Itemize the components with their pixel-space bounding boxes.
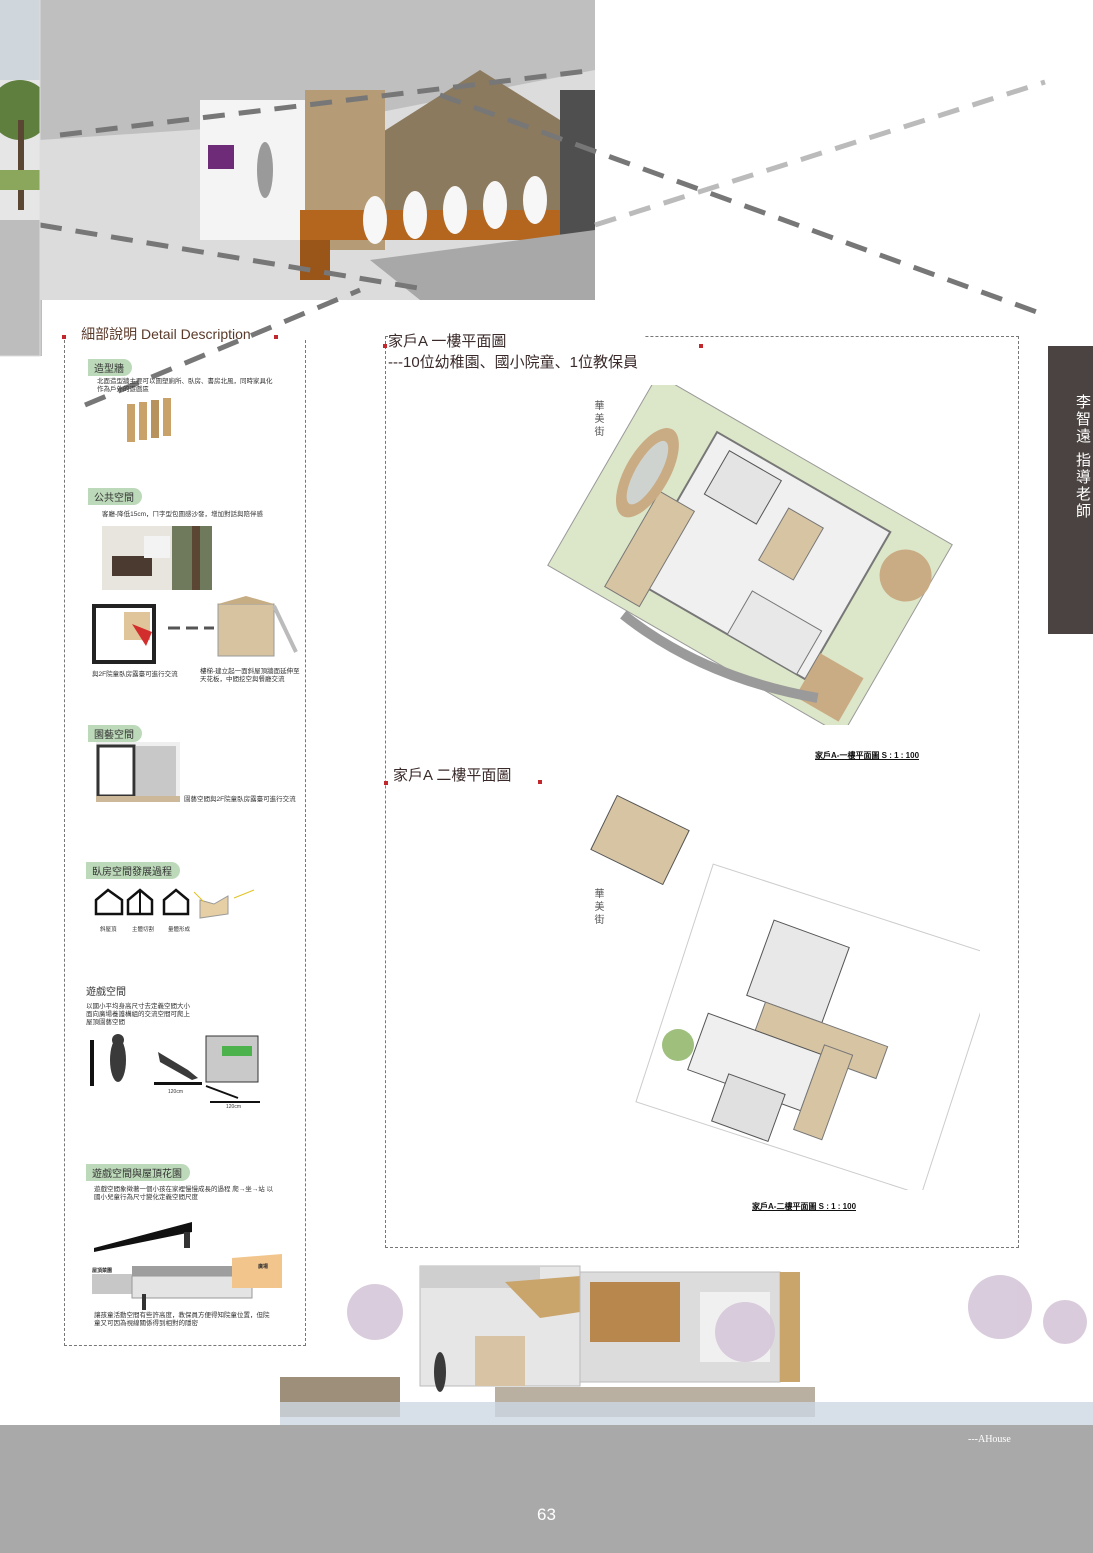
plan-detail-image (92, 604, 156, 664)
section-text: 遊戲空間象徵著一個小孩在家裡慢慢成長的過程 爬→坐→站 以國小兒童行為尺寸變化定… (94, 1186, 274, 1201)
section-note: 與2F院童臥房露臺可進行交流 (92, 671, 178, 678)
garden-space-image (96, 742, 180, 802)
section-text: 客廳-降低15cm，ㄇ字型包圍感沙發，增加對話與陪伴感 (102, 511, 264, 518)
section-label: 屋頂菜園 (92, 1268, 113, 1274)
plan-corner-marker (538, 769, 542, 788)
section-tag: 公共空間 (88, 486, 142, 505)
stair-model-image (168, 596, 298, 657)
detail-header: 細部說明 Detail Description (62, 324, 278, 344)
diagram-label: 主體切割 (132, 927, 155, 933)
detail-title: 細部說明 Detail Description (81, 326, 251, 342)
rooftop-garden-section (92, 1222, 282, 1310)
author-tab: 李智遠 指導老師 (1048, 346, 1093, 634)
bullet-icon (62, 335, 66, 339)
section-tag: 遊戲空間與屋頂花園 (86, 1162, 190, 1181)
detail-panel (64, 340, 306, 1346)
floor2-plan-drawing (590, 794, 980, 1190)
section-caption: 讓孩童活動空間有些許高度，教保員方便得知院童位置，但院童又可因為視線關係得到相對… (94, 1312, 270, 1327)
section-tag: 園藝空間 (88, 723, 142, 742)
section-note: 樓梯-建立起一面斜屋頂牆面延伸至天花板，中間挖空與餐廳交流 (200, 668, 300, 683)
bedroom-development-diagram (94, 888, 255, 919)
wall-model-image (127, 398, 171, 442)
street-label: 華 美 街 (592, 888, 603, 925)
page-footer (0, 1425, 1093, 1553)
bullet-icon (273, 335, 278, 339)
decorative-dashed-lines (0, 0, 1046, 408)
plan-panel (385, 336, 1019, 1248)
page-number: 63 (537, 1505, 556, 1524)
street-label: 華 美 街 (592, 400, 603, 437)
section-text: 北面造型牆主要可以圍塑廁所、臥房、書房北風，同時家具化作為戶外的遊戲區 (97, 378, 273, 393)
plan-corner-marker (699, 333, 703, 352)
dimension-label: 120cm (168, 1089, 184, 1095)
floor2-scale: 家戶A-二樓平面圖 S : 1 : 100 (752, 1202, 857, 1211)
living-room-image (102, 526, 212, 590)
plan-corner-marker (383, 333, 387, 352)
play-space-diagram (90, 1034, 259, 1099)
landscape-image-strip (0, 0, 42, 356)
floor1-scale: 家戶A-一樓平面圖 S : 1 : 100 (815, 751, 920, 760)
floor1-subtitle: ---10位幼稚園、國小院童、1位教保員 (388, 354, 639, 371)
section-text: 以國小平均身高尺寸去定義空間大小面向廣場養護構組的交流空間可爬上屋頂園藝空間 (86, 1003, 190, 1026)
section-text: 園藝空間與2F院童臥房露臺可進行交流 (184, 796, 296, 803)
dimension-line (210, 1101, 260, 1103)
elevation-render-image (280, 1265, 1093, 1427)
section-tag: 遊戲空間 (86, 987, 126, 998)
floor1-header: 家戶A 一樓平面圖 ---10位幼稚園、國小院童、1位教保員 (388, 330, 645, 372)
floor2-title: 家戶A 二樓平面圖 (393, 767, 512, 784)
dimension-label: 120cm (226, 1104, 242, 1110)
diagram-label: 量體形成 (168, 927, 191, 933)
floor1-title: 家戶A 一樓平面圖 (388, 333, 507, 350)
diagram-label: 斜屋頂 (100, 927, 117, 933)
section-tag: 造型牆 (88, 357, 132, 376)
section-label: 廣場 (258, 1264, 269, 1270)
floor1-plan-drawing (547, 385, 953, 725)
section-tag: 臥房空間發展過程 (86, 860, 180, 879)
plan-corner-marker (384, 770, 388, 789)
footer-mark: ---AHouse (968, 1434, 1011, 1445)
interior-render-image (40, 0, 595, 300)
